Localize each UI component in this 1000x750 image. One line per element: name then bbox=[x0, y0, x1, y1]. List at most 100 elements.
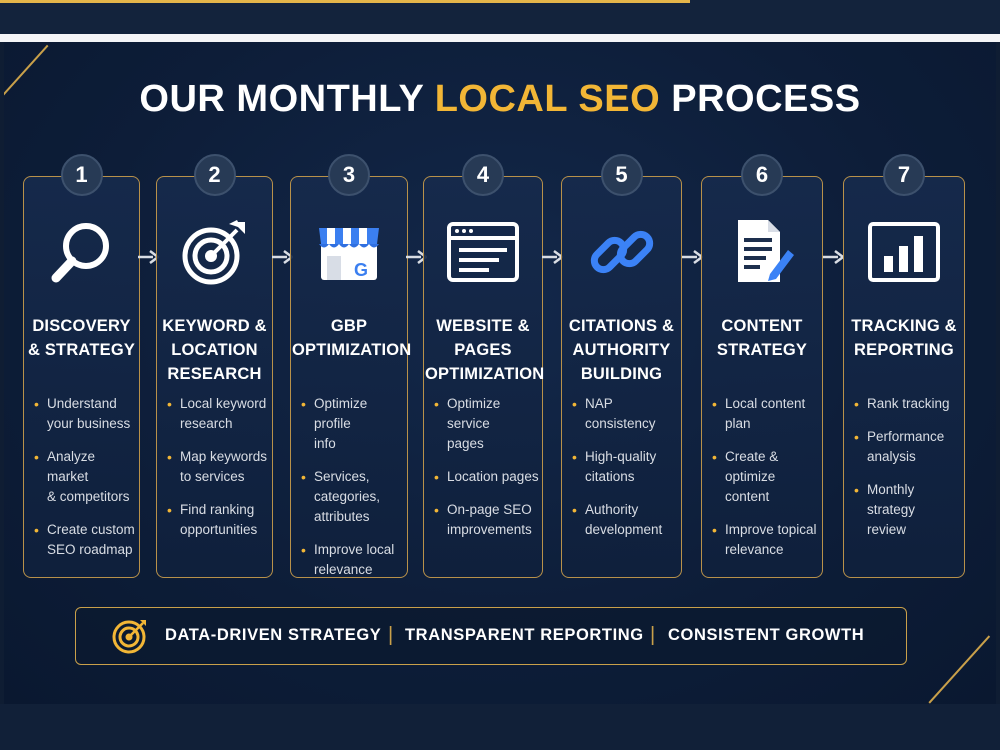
list-item-line: SEO roadmap bbox=[47, 542, 133, 557]
list-item: Location pages bbox=[434, 467, 540, 487]
step-bullet-list: NAP consistencyHigh-quality citationsAuth… bbox=[572, 394, 679, 553]
page-title: OUR MONTHLY LOCAL SEO PROCESS bbox=[0, 78, 1000, 121]
step-bullet-list: Optimize profileinfoServices, categories… bbox=[301, 394, 405, 593]
svg-text:G: G bbox=[354, 260, 368, 280]
step-title-line: REPORTING bbox=[854, 341, 954, 359]
tagline-separator: | bbox=[388, 624, 394, 646]
step-title-line: TRACKING & bbox=[851, 317, 957, 335]
list-item: NAP consistency bbox=[572, 394, 679, 434]
arrow-right-icon bbox=[681, 250, 704, 264]
step-number-badge: 5 bbox=[600, 154, 643, 196]
list-item-line: opportunities bbox=[180, 522, 258, 537]
list-item-line: to services bbox=[180, 469, 245, 484]
list-item-line: plan bbox=[725, 416, 751, 431]
list-item-line: relevance bbox=[725, 542, 784, 557]
step-title-line: WEBSITE & bbox=[436, 317, 530, 335]
title-part-1: OUR MONTHLY bbox=[139, 78, 424, 120]
list-item-line: Improve topical bbox=[725, 522, 817, 537]
list-item-line: research bbox=[180, 416, 233, 431]
list-item-line: Performance bbox=[867, 429, 945, 444]
step-title-line: LOCATION bbox=[171, 341, 258, 359]
list-item: Find ranking opportunities bbox=[167, 500, 270, 540]
chain-link-icon bbox=[582, 216, 662, 288]
step-title-line: CONTENT bbox=[721, 317, 803, 335]
list-item-line: Analyze market bbox=[47, 449, 96, 484]
tagline-bar bbox=[75, 607, 907, 665]
list-item-line: NAP consistency bbox=[585, 396, 656, 431]
step-bullet-list: Optimize servicepagesLocation pagesOn-pa… bbox=[434, 394, 540, 553]
list-item: Create & optimize content bbox=[712, 447, 820, 507]
list-item: Improve topical relevance bbox=[712, 520, 820, 560]
list-item-line: development bbox=[585, 522, 663, 537]
list-item-line: Services, categories, bbox=[314, 469, 381, 504]
target-icon bbox=[175, 216, 255, 288]
step-title-line: DISCOVERY bbox=[32, 317, 131, 335]
tagline-item: CONSISTENT GROWTH bbox=[668, 626, 865, 644]
step-number-badge: 6 bbox=[741, 154, 783, 196]
step-title-line: BUILDING bbox=[580, 365, 663, 383]
browser-window-icon bbox=[443, 216, 523, 288]
list-item: Services, categories, attributes bbox=[301, 467, 405, 527]
step-title-line: STRATEGY bbox=[716, 341, 808, 359]
list-item: Authority development bbox=[572, 500, 679, 540]
list-item-line: Rank tracking bbox=[867, 396, 950, 411]
step-title-line: KEYWORD & bbox=[162, 317, 267, 335]
list-item-line: High-quality bbox=[585, 449, 657, 464]
list-item-line: content bbox=[725, 489, 770, 504]
list-item: Rank tracking bbox=[854, 394, 962, 414]
step-title-line: AUTHORITY bbox=[572, 341, 671, 359]
step-number-badge: 4 bbox=[462, 154, 504, 196]
step-title-line: RESEARCH bbox=[167, 365, 262, 383]
list-item-line: review bbox=[867, 522, 907, 537]
step-title: CONTENT STRATEGY bbox=[703, 314, 821, 362]
step-number-badge: 2 bbox=[193, 154, 236, 196]
list-item-line: citations bbox=[585, 469, 635, 484]
list-item-line: your business bbox=[47, 416, 131, 431]
list-item-line: Create & optimize bbox=[725, 449, 779, 484]
list-item-line: Authority bbox=[585, 502, 639, 517]
step-title: TRACKING & REPORTING bbox=[845, 314, 963, 362]
list-item-line: Local content bbox=[725, 396, 806, 411]
step-bullet-list: Understand your businessAnalyze market & c… bbox=[34, 394, 137, 573]
step-number-badge: 7 bbox=[883, 154, 925, 196]
list-item-line: Find ranking bbox=[180, 502, 255, 517]
step-number-badge: 1 bbox=[60, 154, 103, 196]
step-title-line: CITATIONS & bbox=[568, 317, 675, 335]
step-title-line: PAGES bbox=[454, 341, 512, 359]
gold-rule bbox=[0, 0, 690, 3]
list-item-line: pages bbox=[447, 436, 484, 451]
step-card-1 bbox=[23, 176, 140, 578]
list-item-line: Improve local bbox=[314, 542, 395, 557]
google-business-icon: G bbox=[309, 216, 389, 288]
step-number-badge: 3 bbox=[328, 154, 370, 196]
list-item: Map keywords to services bbox=[167, 447, 270, 487]
bar-chart-icon bbox=[864, 216, 944, 288]
step-title-line: & STRATEGY bbox=[27, 341, 136, 359]
list-item-line: Optimize service bbox=[447, 396, 501, 431]
list-item-line: attributes bbox=[314, 509, 370, 524]
title-part-2: PROCESS bbox=[671, 78, 861, 120]
list-item: Local content plan bbox=[712, 394, 820, 434]
tagline-separator: | bbox=[650, 624, 656, 646]
list-item-line: Understand bbox=[47, 396, 117, 411]
list-item-line: Map keywords bbox=[180, 449, 268, 464]
list-item: Optimize service pages bbox=[434, 394, 540, 454]
step-bullet-list: Local content planCreate & optimize conten… bbox=[712, 394, 820, 573]
list-item-line: & competitors bbox=[47, 489, 130, 504]
list-item-line: Monthly strategy bbox=[867, 482, 916, 517]
step-title: KEYWORD & LOCATION RESEARCH bbox=[158, 314, 271, 386]
top-strip bbox=[0, 0, 1000, 34]
list-item: Monthly strategy review bbox=[854, 480, 962, 540]
step-bullet-list: Local keywordresearchMap keywords to serv… bbox=[167, 394, 270, 553]
list-item: Understand your business bbox=[34, 394, 137, 434]
list-item-line: analysis bbox=[867, 449, 916, 464]
list-item-line: Optimize profile bbox=[314, 396, 368, 431]
list-item-line: Create custom bbox=[47, 522, 135, 537]
arrow-right-icon bbox=[541, 250, 565, 264]
list-item: High-quality citations bbox=[572, 447, 679, 487]
